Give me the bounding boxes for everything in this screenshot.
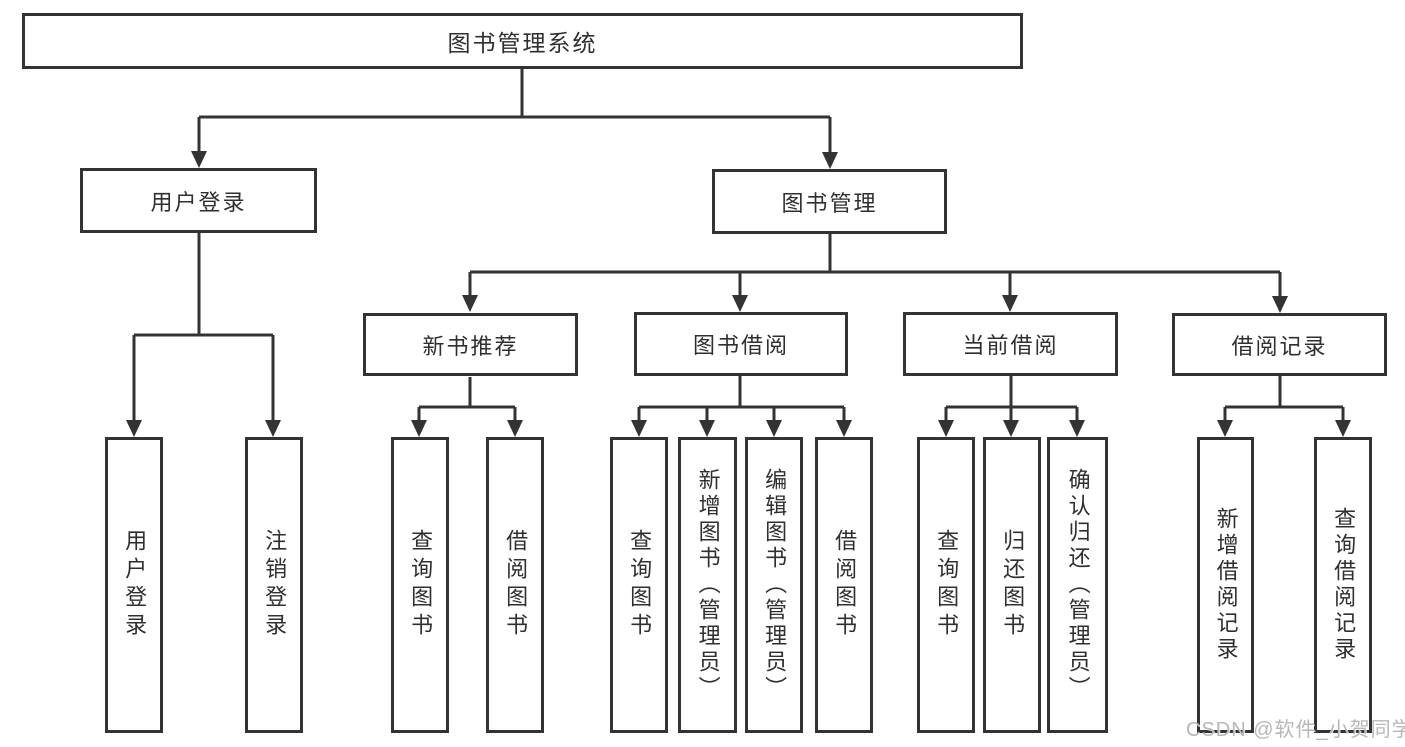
leaf-current-confirm-return-admin-label: 确认归还（管理员） xyxy=(1065,468,1091,702)
node-borrow-records: 借阅记录 xyxy=(1172,313,1387,376)
node-current-borrow: 当前借阅 xyxy=(903,312,1118,376)
watermark: CSDN @软件_小贺同学 xyxy=(1186,719,1405,741)
leaf-borrow-edit-books-admin-label: 编辑图书（管理员） xyxy=(762,468,788,702)
leaf-borrow-borrow-books: 借阅图书 xyxy=(815,437,873,733)
node-book-borrow-label: 图书借阅 xyxy=(692,333,789,358)
leaf-current-return-books-label: 归还图书 xyxy=(1000,529,1026,641)
leaf-user-login-label: 用户登录 xyxy=(122,529,148,641)
node-book-management: 图书管理 xyxy=(712,169,947,234)
leaf-borrow-edit-books-admin: 编辑图书（管理员） xyxy=(745,437,803,733)
leaf-borrow-add-books-admin: 新增图书（管理员） xyxy=(678,437,737,733)
leaf-records-add-record: 新增借阅记录 xyxy=(1197,437,1254,733)
leaf-user-login: 用户登录 xyxy=(105,437,163,733)
leaf-borrow-query-books: 查询图书 xyxy=(610,437,668,733)
leaf-newbook-borrow-books-label: 借阅图书 xyxy=(503,529,529,641)
leaf-newbook-query-books-label: 查询图书 xyxy=(408,529,434,641)
leaf-borrow-add-books-admin-label: 新增图书（管理员） xyxy=(695,468,721,702)
node-root-label: 图书管理系统 xyxy=(447,30,598,56)
node-book-borrow: 图书借阅 xyxy=(634,312,848,376)
leaf-records-query-record-label: 查询借阅记录 xyxy=(1331,507,1357,663)
node-book-management-label: 图书管理 xyxy=(781,190,878,216)
leaf-records-query-record: 查询借阅记录 xyxy=(1314,437,1372,733)
node-user-login-label: 用户登录 xyxy=(150,189,247,215)
leaf-current-query-books-label: 查询图书 xyxy=(934,529,960,641)
leaf-logout-label: 注销登录 xyxy=(262,529,288,641)
leaf-records-add-record-label: 新增借阅记录 xyxy=(1213,507,1239,663)
leaf-borrow-borrow-books-label: 借阅图书 xyxy=(832,529,858,641)
node-user-login: 用户登录 xyxy=(80,168,317,233)
leaf-logout: 注销登录 xyxy=(245,437,303,733)
node-borrow-records-label: 借阅记录 xyxy=(1231,333,1328,359)
node-root: 图书管理系统 xyxy=(22,13,1023,69)
leaf-current-confirm-return-admin: 确认归还（管理员） xyxy=(1047,437,1108,733)
leaf-current-query-books: 查询图书 xyxy=(917,437,975,733)
leaf-newbook-borrow-books: 借阅图书 xyxy=(486,437,544,733)
node-current-borrow-label: 当前借阅 xyxy=(962,333,1059,358)
leaf-current-return-books: 归还图书 xyxy=(983,437,1041,733)
leaf-borrow-query-books-label: 查询图书 xyxy=(627,529,653,641)
leaf-newbook-query-books: 查询图书 xyxy=(391,437,449,733)
node-new-book-recommend-label: 新书推荐 xyxy=(422,333,519,359)
node-new-book-recommend: 新书推荐 xyxy=(363,313,578,376)
